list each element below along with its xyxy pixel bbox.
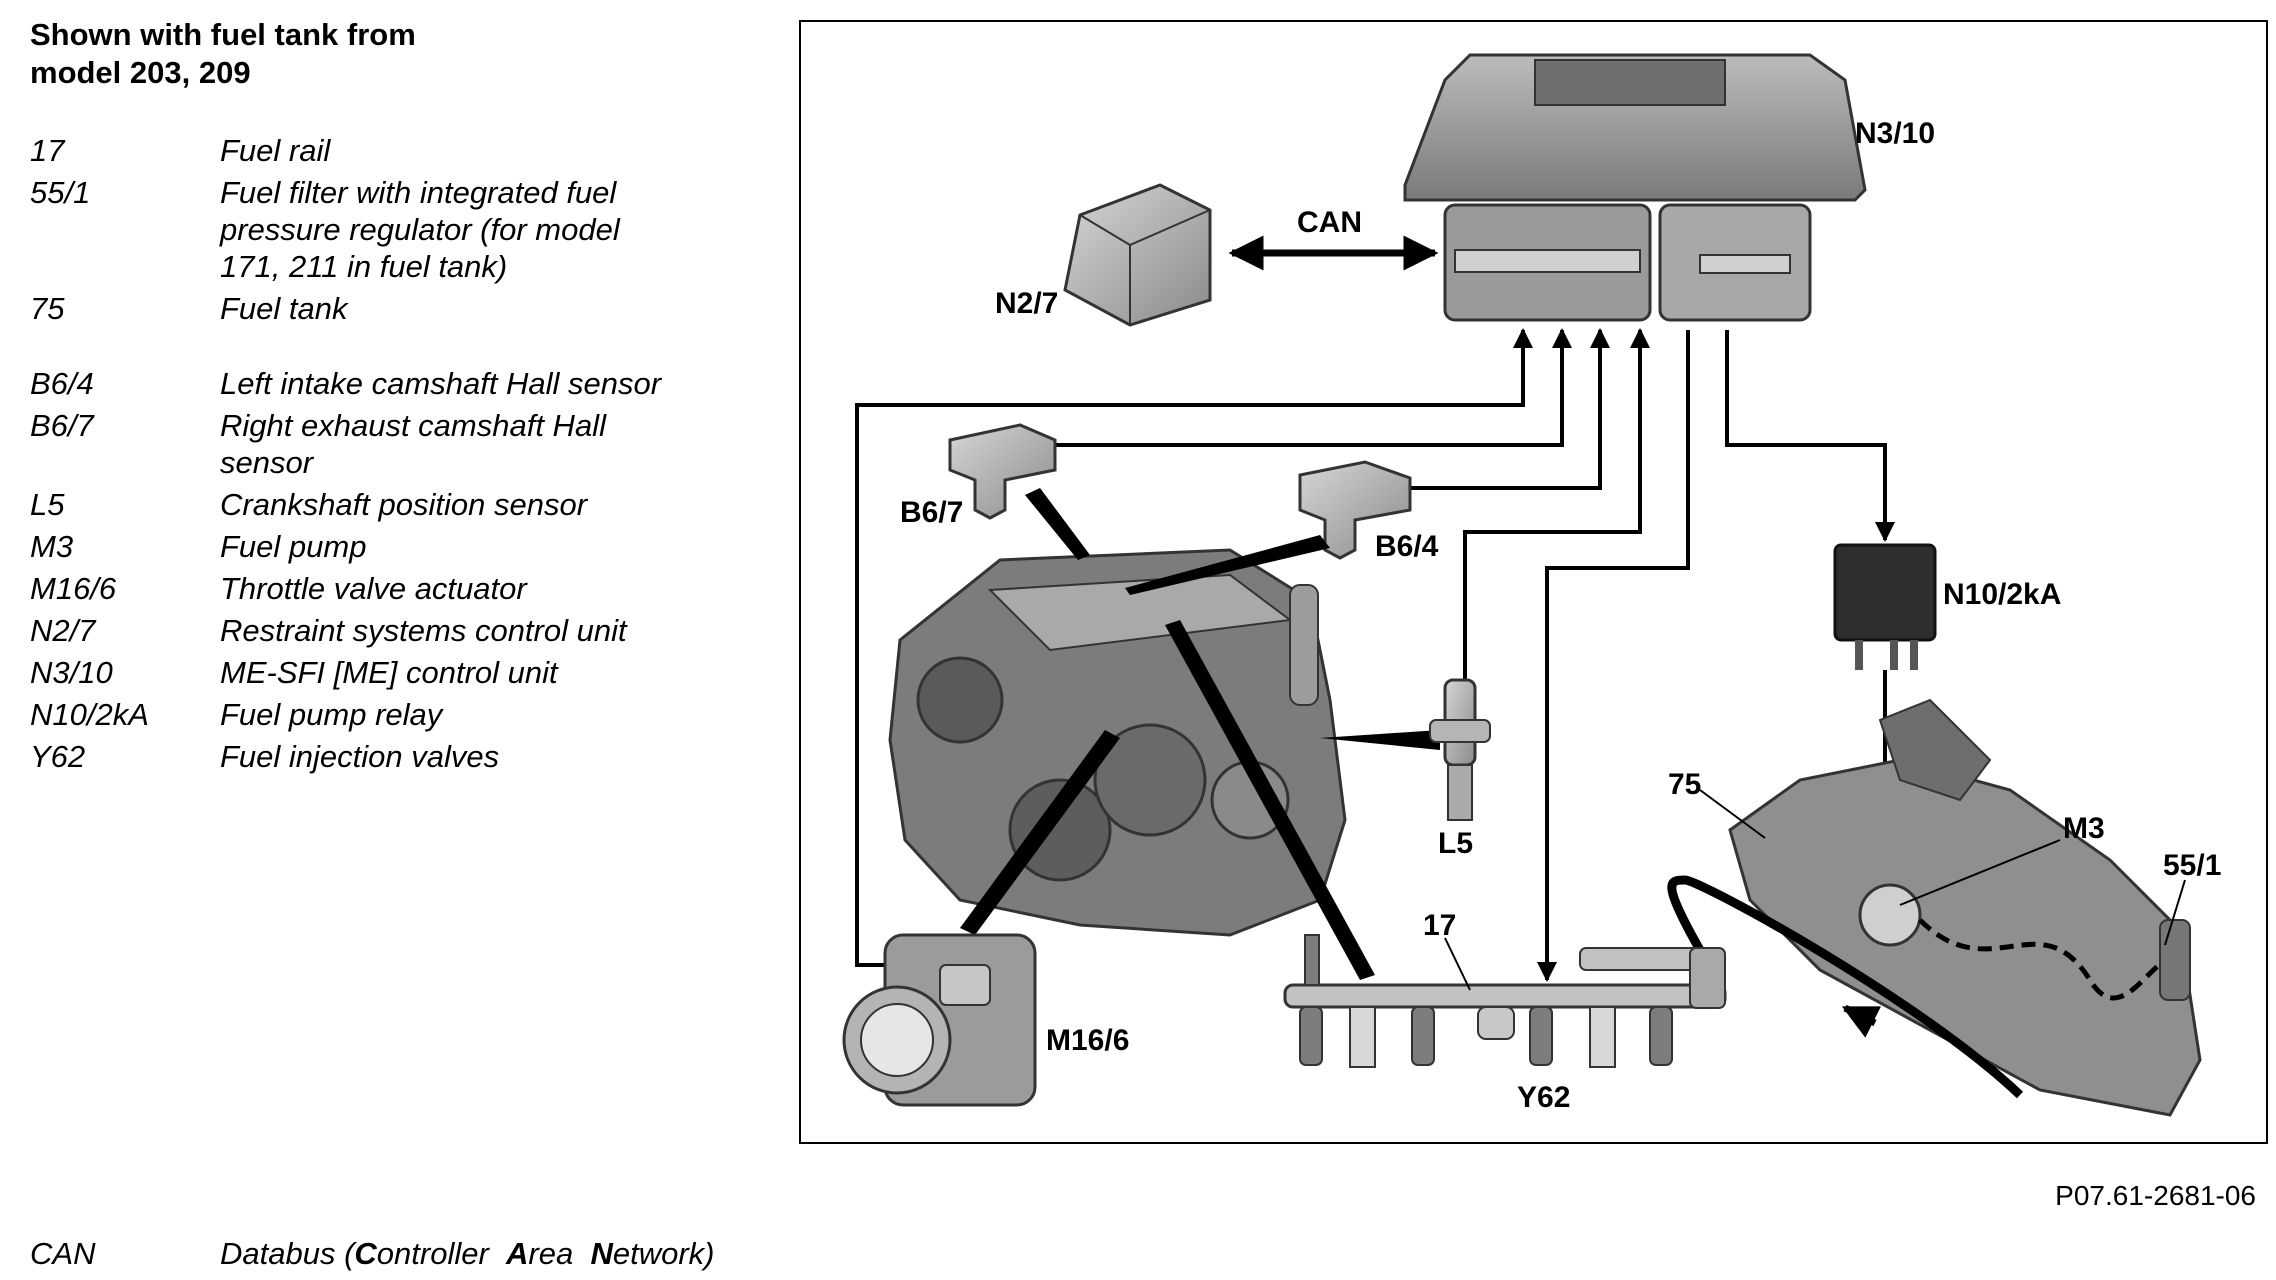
legend-desc: Fuel tank	[220, 291, 348, 326]
legend-item: B6/7 Right exhaust camshaft Hall sensor	[30, 407, 790, 481]
label-55-1: 55/1	[2163, 849, 2221, 882]
ecu-n3-10	[1403, 53, 1867, 322]
footer-etwork: etwork)	[612, 1236, 715, 1271]
legend-item: M3 Fuel pump	[30, 528, 790, 565]
legend-desc: Fuel injection valves	[220, 739, 500, 774]
legend-desc: ME-SFI [ME] control unit	[220, 655, 558, 690]
label-b6-4: B6/4	[1375, 530, 1439, 563]
footer-code: CAN	[30, 1236, 96, 1271]
title-line-1: Shown with fuel tank from	[30, 17, 416, 52]
legend-desc: Fuel pump	[220, 529, 367, 564]
legend-desc: Throttle valve actuator	[220, 571, 527, 606]
legend-code: B6/4	[30, 366, 94, 401]
legend-desc: Left intake camshaft Hall sensor	[220, 366, 662, 401]
sensor-b6-4	[1298, 460, 1412, 560]
legend-item: M16/6 Throttle valve actuator	[30, 570, 790, 607]
legend-desc: Crankshaft position sensor	[220, 487, 588, 522]
injectors-y62	[1299, 934, 1673, 1066]
footer-legend: CAN Databus (Controller Area Network)	[30, 1236, 714, 1272]
footer-rea: rea	[528, 1236, 591, 1271]
label-n10-2ka: N10/2kA	[1943, 578, 2061, 611]
label-n3-10: N3/10	[1855, 117, 1935, 150]
legend-code: M3	[30, 529, 74, 564]
sensor-l5	[1429, 678, 1491, 821]
legend-item: N2/7 Restraint systems control unit	[30, 612, 790, 649]
figure-id: P07.61-2681-06	[2055, 1180, 2256, 1211]
legend-item: Y62 Fuel injection valves	[30, 738, 790, 775]
footer-ontroller: ontroller	[376, 1236, 507, 1271]
legend-list: 17 Fuel rail 55/1 Fuel filter with integ…	[30, 132, 790, 780]
pointer-wedges	[960, 488, 1440, 980]
legend-code: N3/10	[30, 655, 113, 690]
legend-desc: Right exhaust camshaft Hall sensor	[220, 408, 606, 480]
fuel-tank-75	[1728, 698, 2202, 1117]
legend-item: N3/10 ME-SFI [ME] control unit	[30, 654, 790, 691]
footer-a: A	[506, 1236, 529, 1271]
label-75: 75	[1668, 768, 1701, 801]
legend-code: L5	[30, 487, 65, 522]
legend-code: 55/1	[30, 175, 91, 210]
footer-c: C	[354, 1236, 377, 1271]
legend-code: M16/6	[30, 571, 117, 606]
engine-block	[888, 548, 1347, 937]
legend-item: L5 Crankshaft position sensor	[30, 486, 790, 523]
footer-n: N	[590, 1236, 613, 1271]
legend-desc: Restraint systems control unit	[220, 613, 627, 648]
fuel-rail-17	[1283, 947, 1727, 1068]
label-can: CAN	[1297, 206, 1362, 239]
label-m16-6: M16/6	[1046, 1024, 1129, 1057]
legend-item: N10/2kA Fuel pump relay	[30, 696, 790, 733]
label-y62: Y62	[1517, 1081, 1570, 1114]
page-title: Shown with fuel tank from model 203, 209	[30, 16, 416, 92]
label-17: 17	[1423, 909, 1456, 942]
label-b6-7: B6/7	[900, 496, 963, 529]
restraint-unit-n2-7	[1063, 183, 1212, 327]
legend-code: N2/7	[30, 613, 96, 648]
legend-code: 75	[30, 291, 65, 326]
title-line-2: model 203, 209	[30, 55, 251, 90]
leader-lines	[1444, 789, 2186, 991]
legend-item: B6/4 Left intake camshaft Hall sensor	[30, 365, 790, 402]
label-l5: L5	[1438, 827, 1473, 860]
legend-item: 55/1 Fuel filter with integrated fuel pr…	[30, 174, 790, 285]
legend-code: N10/2kA	[30, 697, 149, 732]
footer-desc: Databus (Controller Area Network)	[220, 1236, 714, 1272]
legend-code: 17	[30, 133, 65, 168]
sensor-b6-7	[948, 423, 1057, 520]
relay-n10-2ka	[1833, 543, 1937, 670]
label-m3: M3	[2063, 812, 2105, 845]
legend-desc: Fuel rail	[220, 133, 331, 168]
label-n2-7: N2/7	[995, 287, 1058, 320]
legend-desc: Fuel pump relay	[220, 697, 443, 732]
throttle-valve-m16-6	[842, 933, 1037, 1107]
legend-item: 17 Fuel rail	[30, 132, 790, 169]
legend-code: B6/7	[30, 408, 94, 443]
legend-code: Y62	[30, 739, 86, 774]
diagram-frame	[799, 20, 2268, 1144]
legend-desc: Fuel filter with integrated fuel pressur…	[220, 175, 620, 284]
footer-prefix: Databus (	[220, 1236, 355, 1271]
legend-item: 75 Fuel tank	[30, 290, 790, 327]
